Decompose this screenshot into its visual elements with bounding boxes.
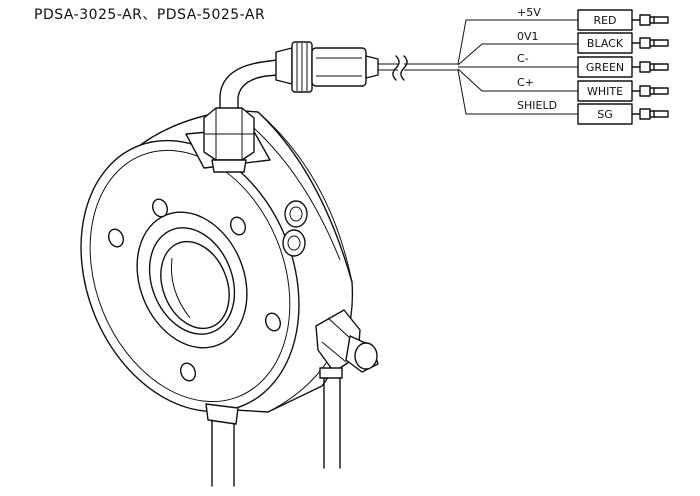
body-top-edge-2 (257, 111, 353, 283)
signal-label-0: +5V (517, 6, 541, 19)
break-mark-left (392, 55, 400, 81)
wire-white (457, 68, 578, 92)
wiring-diagram: +5V 0V1 C- C+ SHIELD RED BLACK GREEN WHI… (378, 6, 669, 125)
signal-label-1: 0V1 (517, 30, 539, 43)
mount-hole-lower-right (264, 312, 282, 332)
color-label-4: SG (597, 108, 613, 121)
signal-label-4: SHIELD (517, 99, 557, 112)
sensor-body (80, 107, 379, 425)
color-label-1: BLACK (587, 37, 624, 50)
cable-bend-outer (219, 57, 293, 109)
wire-red (457, 19, 578, 65)
bottom-collar (205, 403, 239, 425)
pin-terminal-1 (631, 37, 669, 49)
connector-body (311, 47, 367, 87)
mount-hole-bottom (179, 362, 197, 382)
side-port-upper (284, 200, 308, 228)
connector-body-lines (316, 57, 362, 77)
elbow-fitting-lines (321, 317, 351, 363)
wire-black (457, 43, 578, 66)
pin-terminal-4 (631, 108, 669, 120)
right-hose (323, 377, 341, 469)
strain-relief (275, 47, 293, 85)
elbow-nipple-end (354, 342, 378, 370)
bottom-cable (211, 419, 235, 487)
cable-right (404, 63, 458, 71)
color-label-3: WHITE (587, 85, 623, 98)
connector-knurl (296, 43, 308, 91)
connector-tail (365, 55, 379, 79)
color-label-0: RED (593, 14, 616, 27)
mount-hole-left (107, 228, 125, 248)
front-face-rim (89, 149, 291, 403)
signal-label-2: C- (517, 52, 529, 65)
elbow-base-collar (319, 367, 343, 379)
wire-shield (457, 69, 578, 115)
cable-connector (219, 41, 379, 109)
signal-label-3: C+ (517, 76, 534, 89)
side-port-lower (282, 229, 306, 257)
model-title: PDSA-3025-AR、PDSA-5025-AR (34, 7, 266, 23)
top-hex-base (211, 159, 247, 173)
pin-terminal-3 (631, 85, 669, 97)
bore-depth-line (170, 257, 191, 319)
cable-bend-inner (237, 73, 293, 109)
lower-cables (211, 377, 341, 487)
pin-terminal-0 (631, 14, 669, 26)
mount-hole-top (151, 198, 169, 218)
break-mark-right (400, 55, 408, 81)
top-hex-facets (204, 108, 254, 160)
color-label-2: GREEN (586, 61, 624, 74)
bore-inner (160, 240, 230, 330)
mount-hole-right (229, 216, 247, 236)
side-port-lower-inner (287, 235, 301, 251)
side-port-upper-inner (289, 206, 303, 222)
pin-terminal-2 (631, 61, 669, 73)
